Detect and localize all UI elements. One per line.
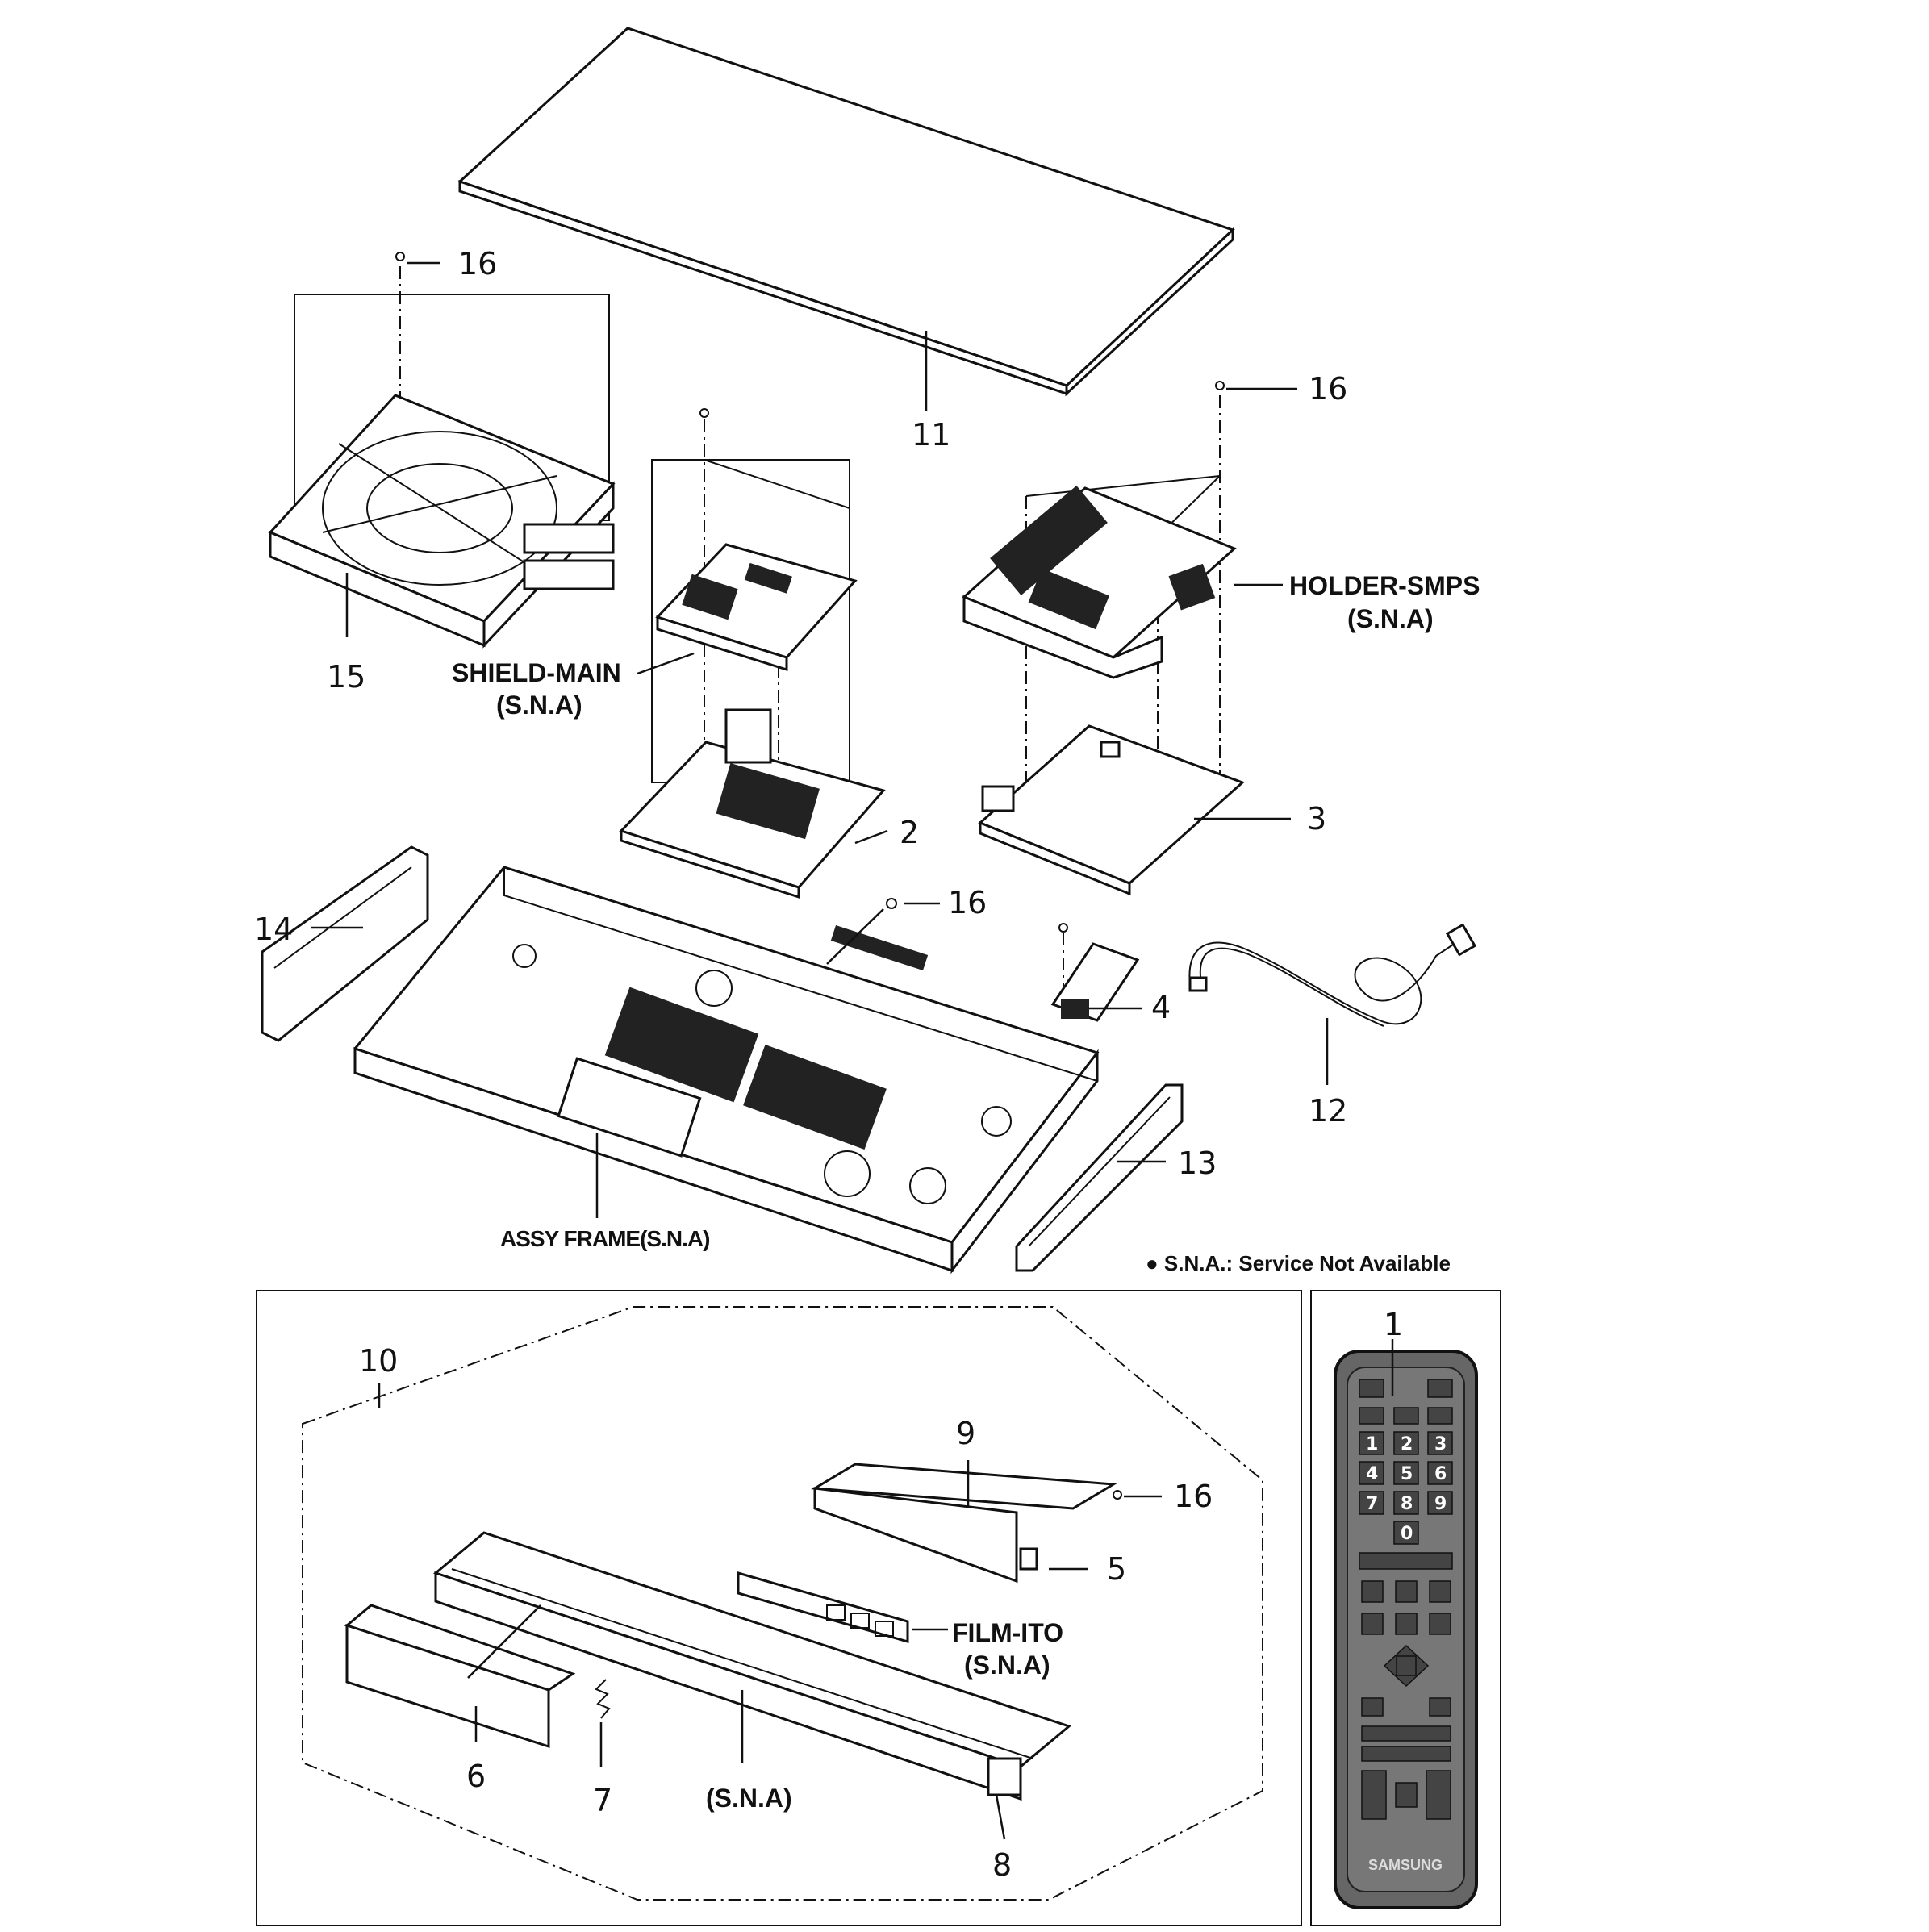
assy-frame <box>353 866 1100 1275</box>
callout-16-d: 16 <box>1174 1479 1213 1514</box>
remote-numeric-keypad: 1 2 3 4 5 6 7 8 9 0 <box>1359 1431 1453 1545</box>
front-panel-parts <box>344 1460 1162 1840</box>
remote-key-7: 7 <box>1366 1494 1378 1514</box>
remote-key-4: 4 <box>1366 1464 1378 1484</box>
label-film-ito: FILM-ITO <box>952 1618 1063 1647</box>
callout-16-a: 16 <box>458 246 497 282</box>
callout-16-c: 16 <box>948 885 987 920</box>
callout-12: 12 <box>1309 1093 1347 1129</box>
remote-key-9: 9 <box>1434 1494 1447 1514</box>
remote-key-6: 6 <box>1434 1464 1447 1484</box>
label-holder-smps: HOLDER-SMPS <box>1289 571 1480 600</box>
callout-7: 7 <box>593 1783 612 1818</box>
side-bracket-part-13 <box>1015 1083 1184 1272</box>
main-board-part-2 <box>619 408 888 899</box>
label-shield-main: SHIELD-MAIN <box>452 658 621 687</box>
remote-key-8: 8 <box>1401 1494 1413 1514</box>
label-bezel-sna: (S.N.A) <box>706 1784 792 1813</box>
remote-key-5: 5 <box>1401 1464 1413 1484</box>
label-holder-smps-sna: (S.N.A) <box>1347 604 1434 633</box>
callout-10: 10 <box>359 1343 398 1379</box>
callout-11: 11 <box>912 417 950 453</box>
remote-brand-logo: SAMSUNG <box>1368 1857 1443 1873</box>
remote-box <box>1310 1290 1501 1926</box>
label-film-ito-sna: (S.N.A) <box>964 1650 1050 1680</box>
label-assy-frame: ASSY FRAME(S.N.A) <box>500 1226 709 1251</box>
small-board-part-4 <box>1050 923 1142 1022</box>
remote-control-part-1: 1 2 3 4 5 6 7 8 9 0 SAMSUNG <box>1334 1339 1478 1909</box>
smps-board-part-3 <box>962 381 1297 896</box>
callout-16-b: 16 <box>1309 371 1347 407</box>
remote-key-0: 0 <box>1401 1524 1413 1544</box>
callout-4: 4 <box>1151 990 1171 1025</box>
callout-8: 8 <box>992 1847 1012 1883</box>
front-panel-box <box>256 1290 1302 1926</box>
callout-14: 14 <box>254 912 293 947</box>
callout-6: 6 <box>466 1759 486 1794</box>
callout-9: 9 <box>956 1416 975 1451</box>
callout-1: 1 <box>1384 1307 1403 1342</box>
side-bracket-part-14 <box>261 845 429 1042</box>
top-cover-part-11 <box>457 27 1235 411</box>
callout-15: 15 <box>327 659 365 695</box>
callout-13: 13 <box>1178 1145 1217 1181</box>
assembly-boundary-part-10 <box>302 1306 1263 1901</box>
disc-loader-part-15 <box>268 252 616 649</box>
remote-key-2: 2 <box>1401 1434 1413 1454</box>
legend-note: ● S.N.A.: Service Not Available <box>1146 1251 1451 1275</box>
callout-2: 2 <box>900 815 919 850</box>
remote-key-3: 3 <box>1434 1434 1447 1454</box>
callout-3: 3 <box>1307 801 1326 837</box>
power-cord-part-12 <box>1188 923 1477 1085</box>
label-shield-main-sna: (S.N.A) <box>496 691 582 720</box>
callout-5: 5 <box>1107 1551 1126 1587</box>
remote-key-1: 1 <box>1366 1434 1378 1454</box>
